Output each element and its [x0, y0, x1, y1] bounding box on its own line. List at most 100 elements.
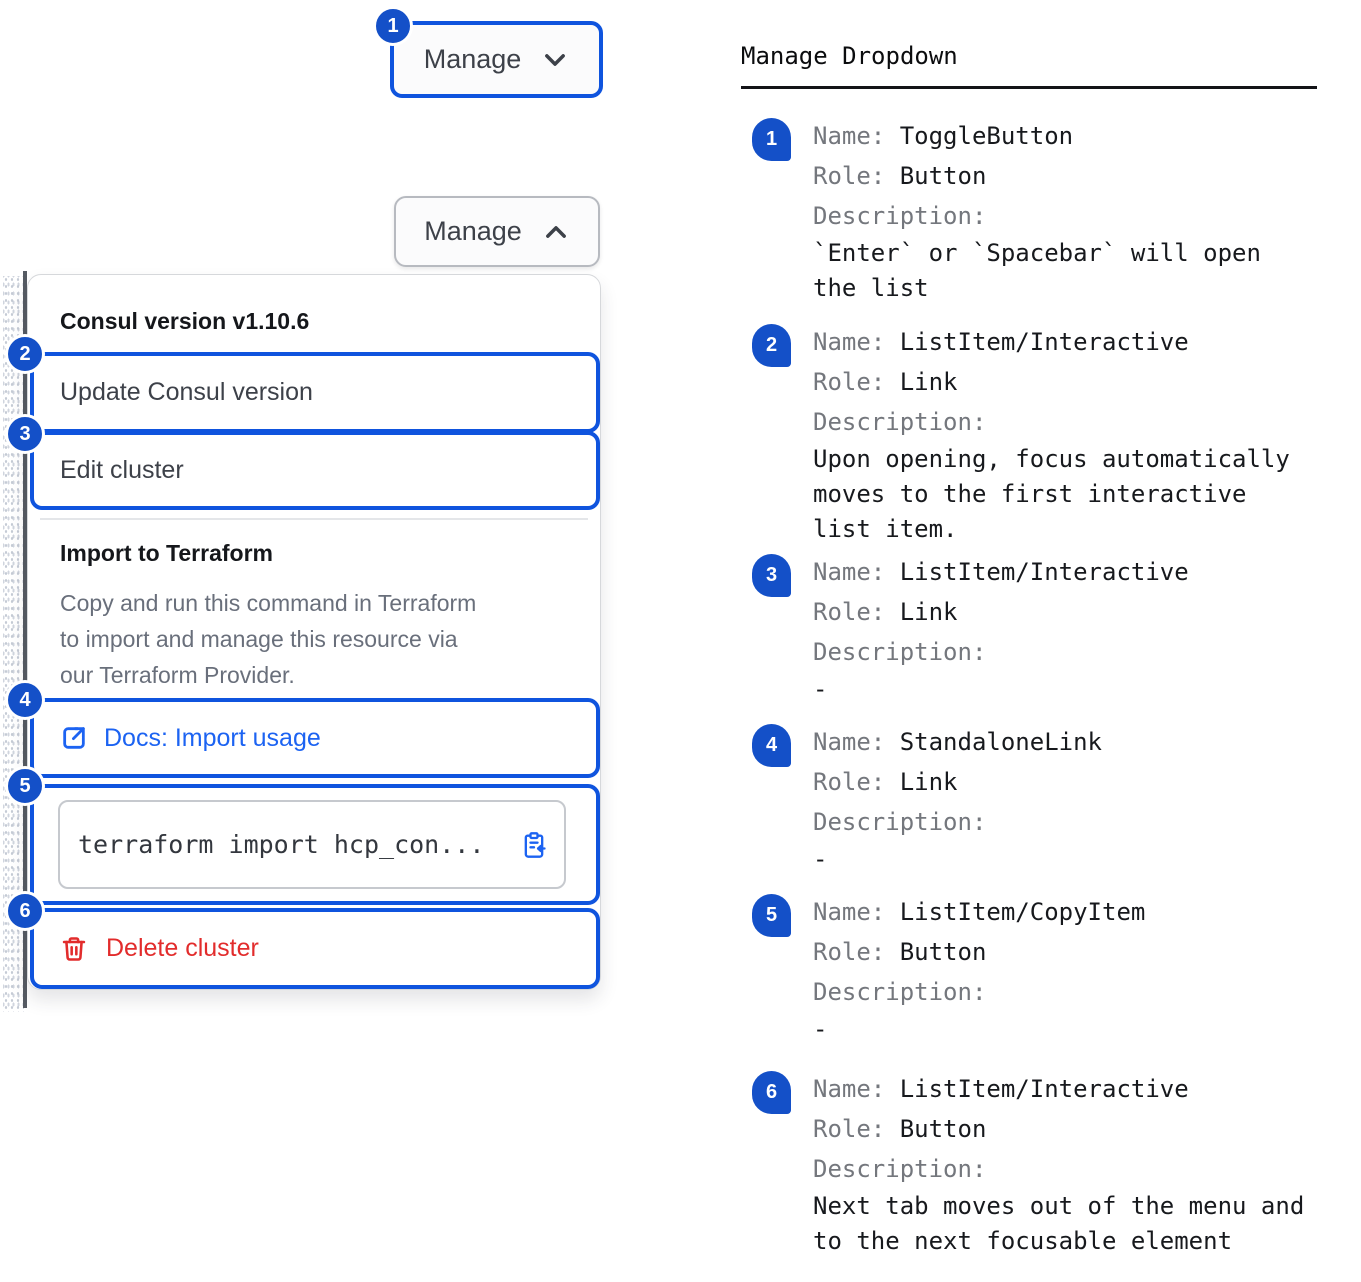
description-line: Upon opening, focus automatically — [813, 445, 1290, 473]
role-label: Role: — [813, 938, 886, 966]
chevron-down-icon — [541, 46, 569, 74]
annotation-marker-2: 2 — [5, 334, 45, 374]
menu-item-delete-cluster[interactable]: Delete cluster — [30, 908, 600, 989]
description-label: Description: — [813, 808, 987, 836]
chevron-up-icon — [542, 218, 570, 246]
role-value: Button — [899, 162, 987, 190]
manage-toggle-button-expanded[interactable]: Manage — [394, 196, 600, 267]
menu-divider — [40, 518, 588, 520]
marker-number: 3 — [765, 564, 778, 586]
description-line: - — [813, 675, 828, 703]
menu-item-label: Update Consul version — [60, 378, 313, 406]
menu-item-copy-command[interactable]: terraform import hcp_con... — [30, 784, 600, 905]
spec-marker-5: 5 — [752, 894, 791, 937]
name-value: ListItem/Interactive — [899, 1075, 1189, 1103]
description-line: our Terraform Provider. — [60, 662, 295, 688]
marker-number: 2 — [765, 334, 778, 356]
external-link-icon — [60, 724, 88, 752]
role-value: Button — [899, 938, 987, 966]
marker-number: 5 — [765, 904, 778, 926]
manage-button-label: Manage — [423, 44, 522, 74]
manage-button-label: Manage — [424, 216, 522, 246]
description-line: moves to the first interactive — [813, 480, 1247, 508]
role-value: Link — [899, 368, 958, 396]
marker-number: 4 — [765, 734, 778, 756]
description-label: Description: — [813, 1155, 987, 1183]
annotation-marker-3: 3 — [5, 414, 45, 454]
description-value: `Enter` or `Spacebar` will open the list — [813, 236, 1323, 306]
import-section-title: Import to Terraform — [60, 540, 273, 566]
spec-item-4: Name: StandaloneLink Role: Link Descript… — [813, 722, 1323, 877]
terraform-command-field[interactable]: terraform import hcp_con... — [58, 800, 566, 889]
screenshot-edge-line — [23, 271, 27, 1008]
name-label: Name: — [813, 1075, 886, 1103]
marker-number: 4 — [19, 688, 31, 711]
marker-number: 5 — [19, 774, 31, 797]
role-label: Role: — [813, 368, 886, 396]
description-line: `Enter` or `Spacebar` will open — [813, 239, 1261, 267]
spec-marker-6: 6 — [752, 1071, 791, 1114]
role-value: Link — [899, 768, 958, 796]
marker-number: 6 — [19, 899, 31, 922]
manage-toggle-button-collapsed[interactable]: Manage — [390, 21, 603, 98]
description-value: - — [813, 842, 1323, 877]
name-label: Name: — [813, 328, 886, 356]
marker-number: 3 — [19, 422, 31, 445]
role-value: Link — [899, 598, 958, 626]
terraform-command-text: terraform import hcp_con... — [78, 830, 485, 859]
spec-item-1: Name: ToggleButton Role: Button Descript… — [813, 116, 1323, 306]
menu-item-edit-cluster[interactable]: Edit cluster — [30, 431, 600, 510]
import-section-description: Copy and run this command in Terraform t… — [60, 585, 570, 693]
spec-item-3: Name: ListItem/Interactive Role: Link De… — [813, 552, 1323, 707]
trash-icon — [60, 935, 88, 963]
spec-marker-4: 4 — [752, 724, 791, 767]
spec-marker-3: 3 — [752, 554, 791, 597]
delete-cluster-label: Delete cluster — [106, 934, 259, 962]
description-label: Description: — [813, 202, 987, 230]
name-value: ToggleButton — [899, 122, 1074, 150]
name-value: ListItem/CopyItem — [899, 898, 1146, 926]
spec-panel-title: Manage Dropdown — [741, 42, 958, 70]
name-value: StandaloneLink — [899, 728, 1102, 756]
spec-item-2: Name: ListItem/Interactive Role: Link De… — [813, 322, 1323, 547]
role-value: Button — [899, 1115, 987, 1143]
role-label: Role: — [813, 598, 886, 626]
description-label: Description: — [813, 408, 987, 436]
docs-import-usage-link[interactable]: Docs: Import usage — [30, 698, 600, 778]
consul-version-header: Consul version v1.10.6 — [60, 308, 310, 334]
annotation-marker-6: 6 — [5, 891, 45, 931]
description-label: Description: — [813, 638, 987, 666]
name-value: ListItem/Interactive — [899, 558, 1189, 586]
marker-number: 6 — [765, 1081, 778, 1103]
description-value: - — [813, 672, 1323, 707]
description-value: - — [813, 1012, 1323, 1047]
description-line: the list — [813, 274, 929, 302]
role-label: Role: — [813, 1115, 886, 1143]
description-value: Upon opening, focus automatically moves … — [813, 442, 1323, 547]
menu-item-label: Edit cluster — [60, 456, 184, 484]
annotation-marker-4: 4 — [5, 680, 45, 720]
description-label: Description: — [813, 978, 987, 1006]
name-label: Name: — [813, 558, 886, 586]
annotation-marker-1: 1 — [373, 6, 413, 46]
screenshot-torn-edge-texture — [3, 276, 24, 1012]
name-label: Name: — [813, 122, 886, 150]
description-line: - — [813, 845, 828, 873]
clipboard-copy-icon[interactable] — [520, 831, 548, 859]
role-label: Role: — [813, 162, 886, 190]
name-value: ListItem/Interactive — [899, 328, 1189, 356]
spec-marker-2: 2 — [752, 324, 791, 367]
name-label: Name: — [813, 728, 886, 756]
description-value: Next tab moves out of the menu and to th… — [813, 1189, 1323, 1259]
spec-item-6: Name: ListItem/Interactive Role: Button … — [813, 1069, 1323, 1259]
docs-link-label: Docs: Import usage — [104, 723, 321, 752]
description-line: to import and manage this resource via — [60, 626, 458, 652]
menu-item-update-consul-version[interactable]: Update Consul version — [30, 352, 600, 433]
annotation-marker-5: 5 — [5, 766, 45, 806]
description-line: Copy and run this command in Terraform — [60, 590, 477, 616]
spec-item-5: Name: ListItem/CopyItem Role: Button Des… — [813, 892, 1323, 1047]
marker-number: 1 — [765, 128, 778, 150]
marker-number: 1 — [387, 14, 399, 37]
spec-panel-rule — [741, 86, 1317, 89]
